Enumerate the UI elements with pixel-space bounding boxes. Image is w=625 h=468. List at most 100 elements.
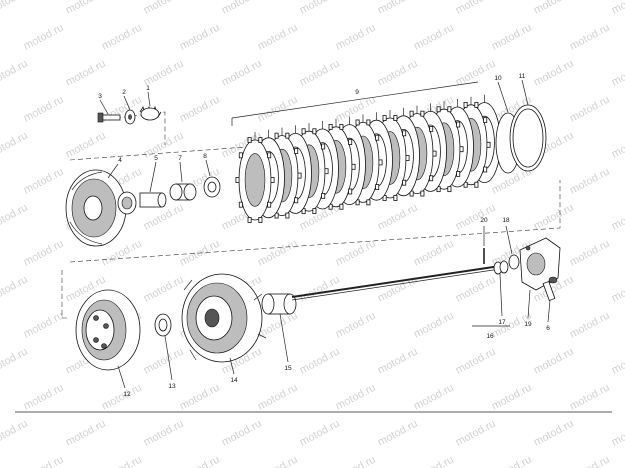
watermark-text: motod.ru	[454, 0, 498, 17]
watermark-text: motod.ru	[22, 166, 66, 197]
watermark-text: motod.ru	[568, 22, 612, 53]
watermark-text: motod.ru	[376, 0, 420, 17]
watermark-text: motod.ru	[22, 310, 66, 341]
plate-tooth	[463, 101, 468, 108]
watermark-text: motod.ru	[334, 310, 378, 341]
plate-tooth	[366, 199, 371, 206]
push-rod-part	[291, 265, 501, 301]
watermark-text: motod.ru	[454, 418, 498, 449]
watermark-text: motod.ru	[0, 418, 30, 449]
spring-part	[139, 105, 162, 121]
watermark-text: motod.ru	[490, 454, 534, 468]
plate-tooth	[375, 184, 380, 190]
plate-tooth	[247, 217, 252, 223]
watermark-text: motod.ru	[454, 346, 498, 377]
watermark-text: motod.ru	[298, 418, 342, 449]
watermark-text: motod.ru	[0, 202, 30, 233]
watermark-text: motod.ru	[568, 382, 612, 413]
watermark-text: motod.ru	[256, 454, 300, 468]
plate-tooth	[409, 110, 414, 117]
plate-tooth	[375, 134, 380, 141]
watermark-text: motod.ru	[178, 454, 222, 468]
callout-17: 17	[498, 319, 506, 326]
plate-tooth	[348, 139, 353, 146]
plate-tooth	[258, 137, 263, 143]
bearing-part	[117, 191, 137, 215]
bushing-part	[169, 183, 197, 201]
watermark-text: motod.ru	[568, 94, 612, 125]
watermark-text: motod.ru	[22, 22, 66, 53]
plate-tooth	[402, 179, 407, 186]
callout-2: 2	[122, 89, 126, 96]
retaining-ring-part	[508, 254, 520, 270]
plate-tooth	[235, 177, 240, 183]
watermark-text: motod.ru	[412, 310, 456, 341]
watermark-text: motod.ru	[334, 238, 378, 269]
watermark-text: motod.ru	[376, 346, 420, 377]
guide-left-bracket	[61, 270, 70, 319]
plate-tooth	[447, 186, 452, 193]
watermark-text: motod.ru	[376, 202, 420, 233]
watermark-text: motod.ru	[610, 0, 625, 17]
watermark-text: motod.ru	[64, 130, 108, 161]
thrust-washer-part	[154, 313, 172, 337]
watermark-text: motod.ru	[412, 238, 456, 269]
plate-tooth	[270, 177, 275, 183]
watermark-text: motod.ru	[0, 346, 30, 377]
washer-small-part	[124, 109, 136, 125]
plate-tooth	[348, 188, 353, 195]
plate-tooth	[321, 192, 326, 199]
watermark-text: motod.ru	[0, 58, 30, 89]
watermark-text: motod.ru	[376, 58, 420, 89]
callout-11: 11	[519, 73, 526, 80]
pushrod-piece-part	[139, 192, 167, 208]
plate-tooth	[238, 201, 243, 208]
watermark-text: motod.ru	[568, 454, 612, 468]
watermark-text: motod.ru	[610, 202, 625, 233]
watermark-text: motod.ru	[220, 58, 264, 89]
watermark-text: motod.ru	[298, 58, 342, 89]
plate-tooth	[402, 130, 407, 137]
plates-bracket-line	[231, 81, 479, 119]
callout-14: 14	[230, 377, 238, 384]
watermark-text: motod.ru	[142, 346, 186, 377]
callout-8: 8	[203, 153, 207, 160]
plate-tooth	[258, 217, 263, 223]
plate-tooth	[267, 201, 272, 208]
watermark-text: motod.ru	[334, 22, 378, 53]
plate-tooth	[432, 150, 437, 157]
watermark-text: motod.ru	[64, 0, 108, 17]
watermark-text: motod.ru	[100, 382, 144, 413]
watermark-text: motod.ru	[412, 454, 456, 468]
plate-tooth	[301, 128, 306, 135]
watermark-text: motod.ru	[100, 22, 144, 53]
watermark-text: motod.ru	[610, 274, 625, 305]
watermark-text: motod.ru	[178, 94, 222, 125]
watermark-text: motod.ru	[256, 238, 300, 269]
plate-tooth	[351, 163, 356, 170]
plate-tooth	[420, 110, 425, 117]
watermark-text: motod.ru	[532, 58, 576, 89]
plate-tooth	[247, 137, 252, 143]
watermark-text: motod.ru	[64, 58, 108, 89]
watermark-text: motod.ru	[142, 58, 186, 89]
watermark-text: motod.ru	[376, 418, 420, 449]
watermark-text: motod.ru	[142, 0, 186, 17]
watermark-text: motod.ru	[454, 274, 498, 305]
watermark-text: motod.ru	[454, 58, 498, 89]
watermark-text: motod.ru	[22, 238, 66, 269]
plate-tooth	[274, 132, 279, 139]
seal-ring-part	[509, 104, 547, 172]
watermark-text: motod.ru	[0, 274, 30, 305]
plate-tooth	[456, 170, 461, 177]
watermark-text: motod.ru	[220, 0, 264, 17]
watermark-text: motod.ru	[532, 0, 576, 17]
watermark-text: motod.ru	[610, 58, 625, 89]
plate-tooth	[321, 143, 326, 150]
plate-tooth	[420, 190, 425, 197]
watermark-text: motod.ru	[178, 22, 222, 53]
watermark-text: motod.ru	[610, 346, 625, 377]
watermark-text: motod.ru	[412, 382, 456, 413]
plate-tooth	[366, 119, 371, 126]
